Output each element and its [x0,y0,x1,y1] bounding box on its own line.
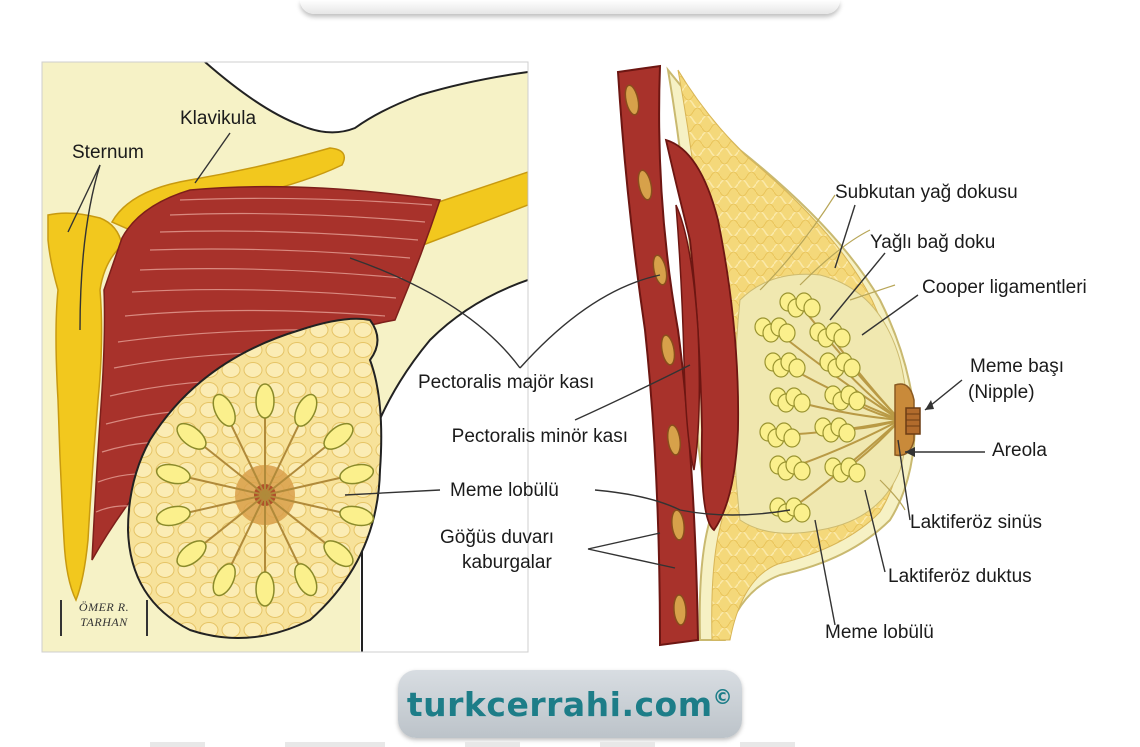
label-pectoralis-minor: Pectoralis minör kası [418,426,628,448]
lobule-cluster [779,324,795,342]
lobule-cluster [794,504,810,522]
label-gogus-duvari: Göğüs duvarı [440,527,554,549]
label-meme-lobulu-right: Meme lobülü [825,622,934,644]
footer-strip-3 [465,742,520,747]
label-laktiferoz-sinus: Laktiferöz sinüs [910,512,1042,534]
lobule-cluster [844,359,860,377]
radial-lobule [256,384,274,418]
label-subkutan: Subkutan yağ dokusu [835,182,1018,204]
signature-line-1: ÖMER R. [62,600,146,615]
footer-strip-1 [150,742,205,747]
footer-strip-2 [285,742,385,747]
label-yagli-bag-doku: Yağlı bağ doku [870,232,995,254]
footer-strip-5 [740,742,795,747]
label-sternum: Sternum [72,142,144,164]
label-cooper: Cooper ligamentleri [922,277,1087,299]
label-pectoralis-major: Pectoralis majör kası [418,372,593,394]
radial-lobule [256,572,274,606]
lobule-cluster [804,299,820,317]
right-sagittal-view [618,66,920,645]
artist-signature: ÖMER R. TARHAN [60,600,148,636]
label-meme-basi: Meme başı [970,356,1064,378]
lobule-cluster [849,392,865,410]
lobule-cluster [839,424,855,442]
label-klavikula: Klavikula [180,108,256,130]
lobule-cluster [834,329,850,347]
label-laktiferoz-duktus: Laktiferöz duktus [888,566,1032,588]
label-kaburgalar: kaburgalar [462,552,552,574]
nipple-sagittal [906,408,920,434]
brand-site: turkcerrahi.com [407,685,713,724]
lobule-cluster [789,359,805,377]
footer-strip-4 [600,742,655,747]
copyright-mark: © [713,685,734,709]
label-nipple: (Nipple) [968,382,1035,404]
brand-text[interactable]: turkcerrahi.com© [407,685,733,724]
signature-line-2: TARHAN [62,615,146,630]
lobule-cluster [794,394,810,412]
lobule-cluster [784,429,800,447]
lobule-cluster [794,462,810,480]
site-brand-badge[interactable]: turkcerrahi.com© [398,670,742,738]
lobule-cluster [849,464,865,482]
label-meme-lobulu-left: Meme lobülü [450,480,559,502]
label-areola: Areola [992,440,1047,462]
